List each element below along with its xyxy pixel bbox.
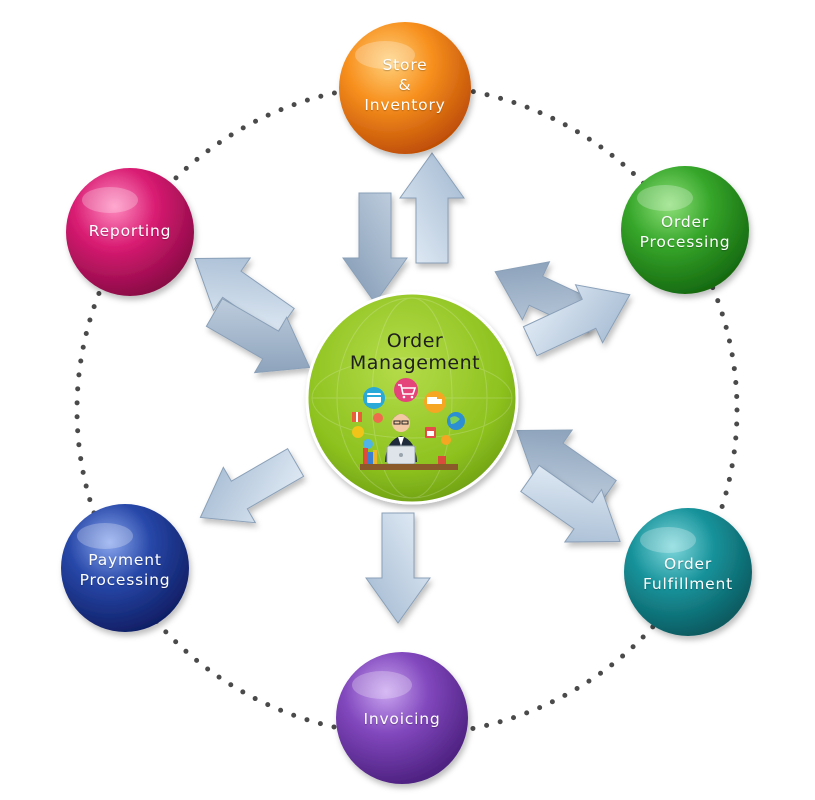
person-at-laptop-icon	[360, 414, 458, 470]
center-title-line2: Management	[349, 352, 481, 374]
arrow-center-to-invoicing	[365, 512, 431, 624]
calendar-icon	[425, 427, 436, 438]
center-title: Order Management	[320, 330, 510, 374]
node-reporting	[66, 168, 194, 296]
delivery-truck-icon	[424, 391, 446, 413]
arrow-center-to-store	[399, 152, 465, 264]
globe-icon	[447, 412, 465, 430]
credit-card-icon	[363, 387, 385, 409]
center-title-line1: Order	[386, 330, 444, 352]
node-payment-processing	[61, 504, 189, 632]
dotted-cycle-ring	[74, 82, 740, 738]
small-badge-icons	[352, 413, 451, 449]
shopping-cart-icon	[394, 378, 418, 402]
gift-icon	[352, 412, 362, 422]
arrow-center-to-payment	[183, 434, 313, 546]
node-order-processing	[621, 166, 749, 294]
node-invoicing	[336, 652, 468, 784]
node-order-fulfillment	[624, 508, 752, 636]
node-store-inventory	[339, 22, 471, 154]
arrow-store-to-center	[342, 192, 408, 304]
